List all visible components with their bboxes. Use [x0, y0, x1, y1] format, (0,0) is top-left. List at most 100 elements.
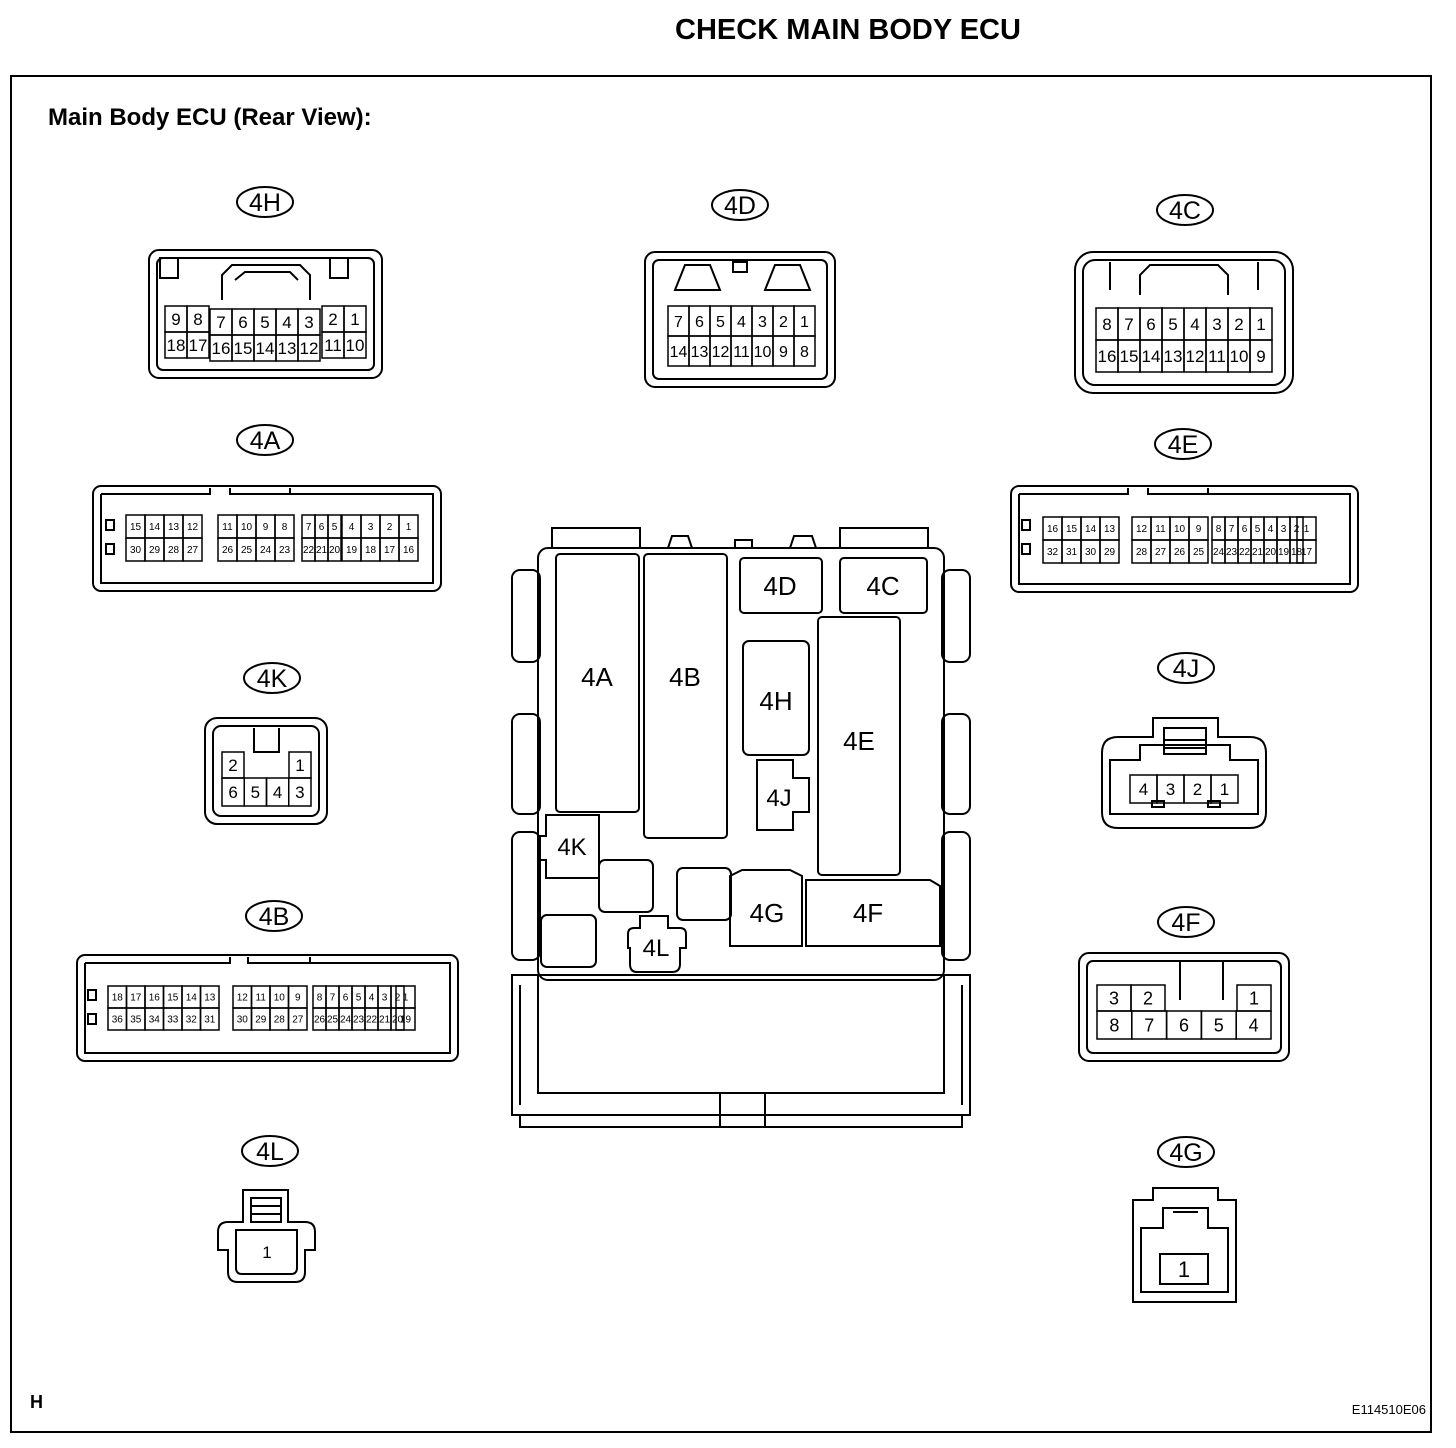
- connector-label: 4A: [250, 427, 281, 455]
- pin-label: 28: [274, 1015, 286, 1026]
- pin-label: 22: [303, 545, 315, 556]
- pin-label: 20: [329, 545, 341, 556]
- pin-label: 31: [1066, 547, 1078, 558]
- pin-label: 2: [779, 314, 788, 331]
- pin-label: 4: [1139, 780, 1148, 799]
- connector-housing: [217, 1189, 316, 1283]
- connector-housing: [1078, 952, 1290, 1062]
- pin-label: 18: [112, 993, 124, 1004]
- pin-label: 3: [304, 313, 313, 332]
- connector-housing-inner: [156, 257, 375, 371]
- pin-cell: [327, 537, 342, 562]
- connector-housing-inner: [652, 259, 828, 380]
- pin-grid: 1530142913281227112610259248237226215204…: [125, 514, 419, 562]
- connector-4b: 4B 1836173516341533143213311230112910289…: [76, 900, 459, 1062]
- connector-housing: [204, 717, 328, 825]
- pin-label: 7: [216, 313, 225, 332]
- pin-label: 14: [670, 344, 688, 361]
- ecu-block-4l: [627, 915, 687, 973]
- pin-label: 24: [340, 1015, 352, 1026]
- pin-label: 9: [295, 993, 301, 1004]
- pin-label: 26: [314, 1015, 326, 1026]
- connector-label: 4D: [724, 192, 756, 220]
- connector-housing: [1010, 485, 1359, 593]
- connector-label-oval: [711, 189, 769, 221]
- pin-label: 19: [400, 1015, 412, 1026]
- connector-label: 4F: [1171, 909, 1200, 937]
- pin-label: 16: [1098, 347, 1117, 366]
- connector-housing: [148, 249, 383, 379]
- connector-label: 4K: [257, 665, 288, 693]
- latch-tab: [1021, 519, 1031, 531]
- pin-label: 7: [330, 993, 336, 1004]
- latch-tab: [105, 543, 115, 555]
- pin-label: 3: [382, 993, 388, 1004]
- pin-label: 5: [1168, 315, 1177, 334]
- pin-label: 17: [1301, 547, 1313, 558]
- pin-cell: [1296, 539, 1317, 564]
- pin-cell: [297, 334, 321, 362]
- pin-label: 17: [384, 545, 396, 556]
- pin-label: 11: [1155, 524, 1166, 535]
- footer-code-left: H: [30, 1392, 43, 1412]
- pin-label: 8: [1216, 524, 1222, 535]
- pin-label: 22: [366, 1015, 378, 1026]
- connector-housing-inner: [1109, 744, 1259, 815]
- pin-cell: [199, 1007, 220, 1031]
- ecu-block-label: 4L: [643, 935, 670, 962]
- pin-label: 4: [737, 314, 746, 331]
- ecu-block-label: 4D: [763, 571, 796, 601]
- connector-housing-inner: [235, 1229, 298, 1275]
- pin-label: 17: [189, 336, 208, 355]
- pin-label: 19: [1278, 547, 1290, 558]
- pin-label: 29: [1104, 547, 1116, 558]
- pin-label: 1: [406, 522, 412, 533]
- ecu-block-label: 4F: [853, 898, 883, 928]
- ecu-blank-socket: [540, 914, 597, 968]
- pin-label: 8: [1109, 1015, 1119, 1035]
- pin-label: 30: [1085, 547, 1097, 558]
- pin-label: 13: [1164, 347, 1183, 366]
- pin-label: 6: [1179, 1015, 1189, 1035]
- pin-label: 32: [186, 1015, 198, 1026]
- pin-label: 25: [327, 1015, 339, 1026]
- pin-label: 11: [1208, 347, 1226, 366]
- pin-label: 6: [228, 783, 237, 802]
- pin-label: 6: [319, 522, 325, 533]
- pin-label: 35: [130, 1015, 142, 1026]
- pin-cell: [182, 537, 203, 562]
- pin-cell: [287, 1007, 308, 1031]
- ecu-block-label: 4C: [866, 571, 899, 601]
- pin-cell: [1188, 539, 1209, 564]
- page-title: CHECK MAIN BODY ECU: [675, 14, 1021, 46]
- pin-label: 15: [167, 993, 179, 1004]
- connector-label-oval: [1157, 652, 1215, 684]
- pin-label: 2: [1143, 988, 1153, 1008]
- pin-cell: [343, 331, 367, 359]
- pin-label: 11: [256, 993, 267, 1004]
- pin-label: 7: [306, 522, 312, 533]
- lock-tab: [1151, 800, 1165, 808]
- pin-label: 5: [332, 522, 338, 533]
- ecu-block-4g: [729, 869, 803, 947]
- connector-housing-inner: [1140, 1207, 1229, 1293]
- pin-label: 3: [368, 522, 374, 533]
- connector-4l: 4L 1: [217, 1135, 316, 1283]
- pin-label: 10: [241, 522, 253, 533]
- diagram-frame: [10, 75, 1432, 1433]
- latch: [673, 264, 722, 291]
- pin-label: 12: [187, 522, 199, 533]
- pin-cell: [1099, 539, 1120, 564]
- pin-label: 10: [1174, 524, 1186, 535]
- connector-housing: [76, 954, 459, 1062]
- pin-label: 26: [222, 545, 234, 556]
- pin-label: 26: [1174, 547, 1186, 558]
- latch-tab: [87, 989, 97, 1001]
- pin-label: 12: [1136, 524, 1148, 535]
